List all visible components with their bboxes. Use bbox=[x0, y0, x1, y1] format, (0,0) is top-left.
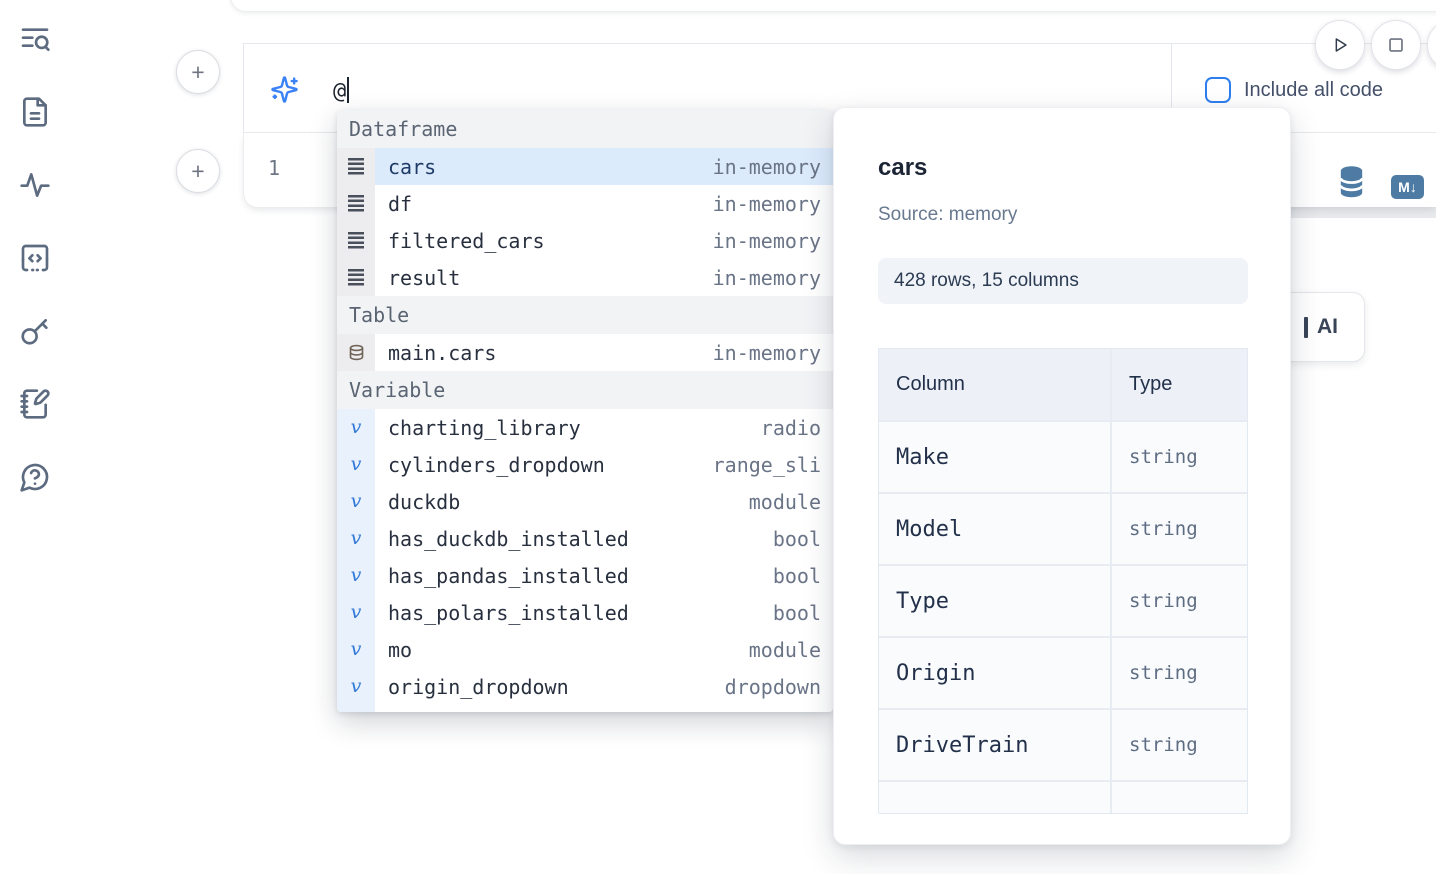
sidebar-item-secrets[interactable] bbox=[18, 314, 52, 348]
sidebar-item-search[interactable] bbox=[18, 22, 52, 56]
variable-icon: v bbox=[350, 638, 362, 660]
preview-source: Source: memory bbox=[878, 204, 1018, 225]
add-cell-button-bottom[interactable]: + bbox=[176, 149, 220, 193]
ai-prompt-input[interactable]: @ bbox=[333, 77, 350, 104]
sidebar-item-help[interactable] bbox=[18, 460, 52, 494]
schema-row: DriveTrain string bbox=[879, 709, 1247, 782]
dataframe-icon bbox=[348, 158, 364, 175]
activity-icon bbox=[20, 173, 50, 197]
plus-icon: + bbox=[191, 58, 205, 85]
variable-icon: v bbox=[350, 564, 362, 586]
sidebar bbox=[18, 22, 52, 494]
previous-cell-edge bbox=[230, 0, 1436, 12]
search-docs-icon bbox=[21, 28, 50, 51]
preview-title: cars bbox=[878, 154, 928, 181]
schema-table: Column Type Make string Model string Typ… bbox=[879, 349, 1247, 813]
add-cell-button-top[interactable]: + bbox=[176, 50, 220, 94]
schema-row-clipped bbox=[879, 781, 1247, 813]
schema-row: Model string bbox=[879, 493, 1247, 566]
autocomplete-section-header: Variable bbox=[337, 371, 833, 409]
prompt-text: @ bbox=[333, 79, 347, 104]
schema-row: Origin string bbox=[879, 637, 1247, 710]
include-all-code-label: Include all code bbox=[1244, 78, 1383, 101]
ai-button-label: AI bbox=[1317, 315, 1338, 338]
dataframe-icon bbox=[348, 195, 364, 212]
datasource-button[interactable] bbox=[1338, 164, 1365, 205]
sidebar-item-snippets[interactable] bbox=[18, 241, 52, 275]
variable-icon: v bbox=[350, 453, 362, 475]
schema-header-type: Type bbox=[1111, 349, 1247, 422]
sparkles-icon bbox=[271, 76, 298, 103]
line-number: 1 bbox=[268, 156, 281, 180]
dataframe-icon bbox=[348, 232, 364, 249]
run-cell-button[interactable] bbox=[1315, 20, 1365, 70]
dataframe-icon bbox=[348, 269, 364, 286]
play-icon bbox=[1335, 38, 1347, 52]
include-all-code-checkbox[interactable] bbox=[1205, 77, 1231, 103]
variable-icon: v bbox=[350, 416, 362, 438]
schema-header-row: Column Type bbox=[879, 349, 1247, 422]
dataframe-preview-card: cars Source: memory 428 rows, 15 columns… bbox=[833, 107, 1291, 845]
database-icon bbox=[1339, 166, 1364, 198]
clipped-letter bbox=[1304, 316, 1308, 338]
schema-table-wrapper: Column Type Make string Model string Typ… bbox=[878, 348, 1248, 814]
schema-row: Make string bbox=[879, 421, 1247, 494]
scratchpad-icon bbox=[20, 389, 50, 419]
snippets-icon bbox=[21, 244, 49, 272]
variable-icon: v bbox=[350, 601, 362, 623]
help-icon bbox=[20, 463, 49, 492]
table-database-icon bbox=[349, 344, 363, 361]
include-all-code-toggle[interactable]: Include all code bbox=[1205, 77, 1383, 103]
schema-row: Type string bbox=[879, 565, 1247, 638]
sidebar-item-scratchpad[interactable] bbox=[18, 387, 52, 421]
cell-output-strip bbox=[1240, 207, 1436, 218]
variable-icon: v bbox=[350, 490, 362, 512]
schema-header-column: Column bbox=[879, 349, 1112, 422]
sidebar-item-files[interactable] bbox=[18, 95, 52, 129]
markdown-icon: M↓ bbox=[1398, 179, 1417, 195]
autocomplete-section-header: Table bbox=[337, 296, 833, 334]
plus-icon: + bbox=[191, 157, 205, 184]
autocomplete-item-pd[interactable]: v pdmodule bbox=[337, 705, 833, 712]
prompt-divider bbox=[1171, 44, 1172, 132]
variable-icon: v bbox=[350, 527, 362, 549]
file-icon bbox=[23, 97, 47, 127]
stop-button[interactable] bbox=[1371, 20, 1421, 70]
key-icon bbox=[21, 319, 48, 345]
sidebar-item-tracing[interactable] bbox=[18, 168, 52, 202]
stop-icon bbox=[1389, 38, 1403, 52]
text-cursor bbox=[347, 77, 350, 103]
autocomplete-section-header: Dataframe bbox=[337, 110, 833, 148]
markdown-convert-button[interactable]: M↓ bbox=[1391, 175, 1424, 199]
preview-shape-badge: 428 rows, 15 columns bbox=[878, 258, 1248, 304]
variable-icon: v bbox=[350, 675, 362, 697]
